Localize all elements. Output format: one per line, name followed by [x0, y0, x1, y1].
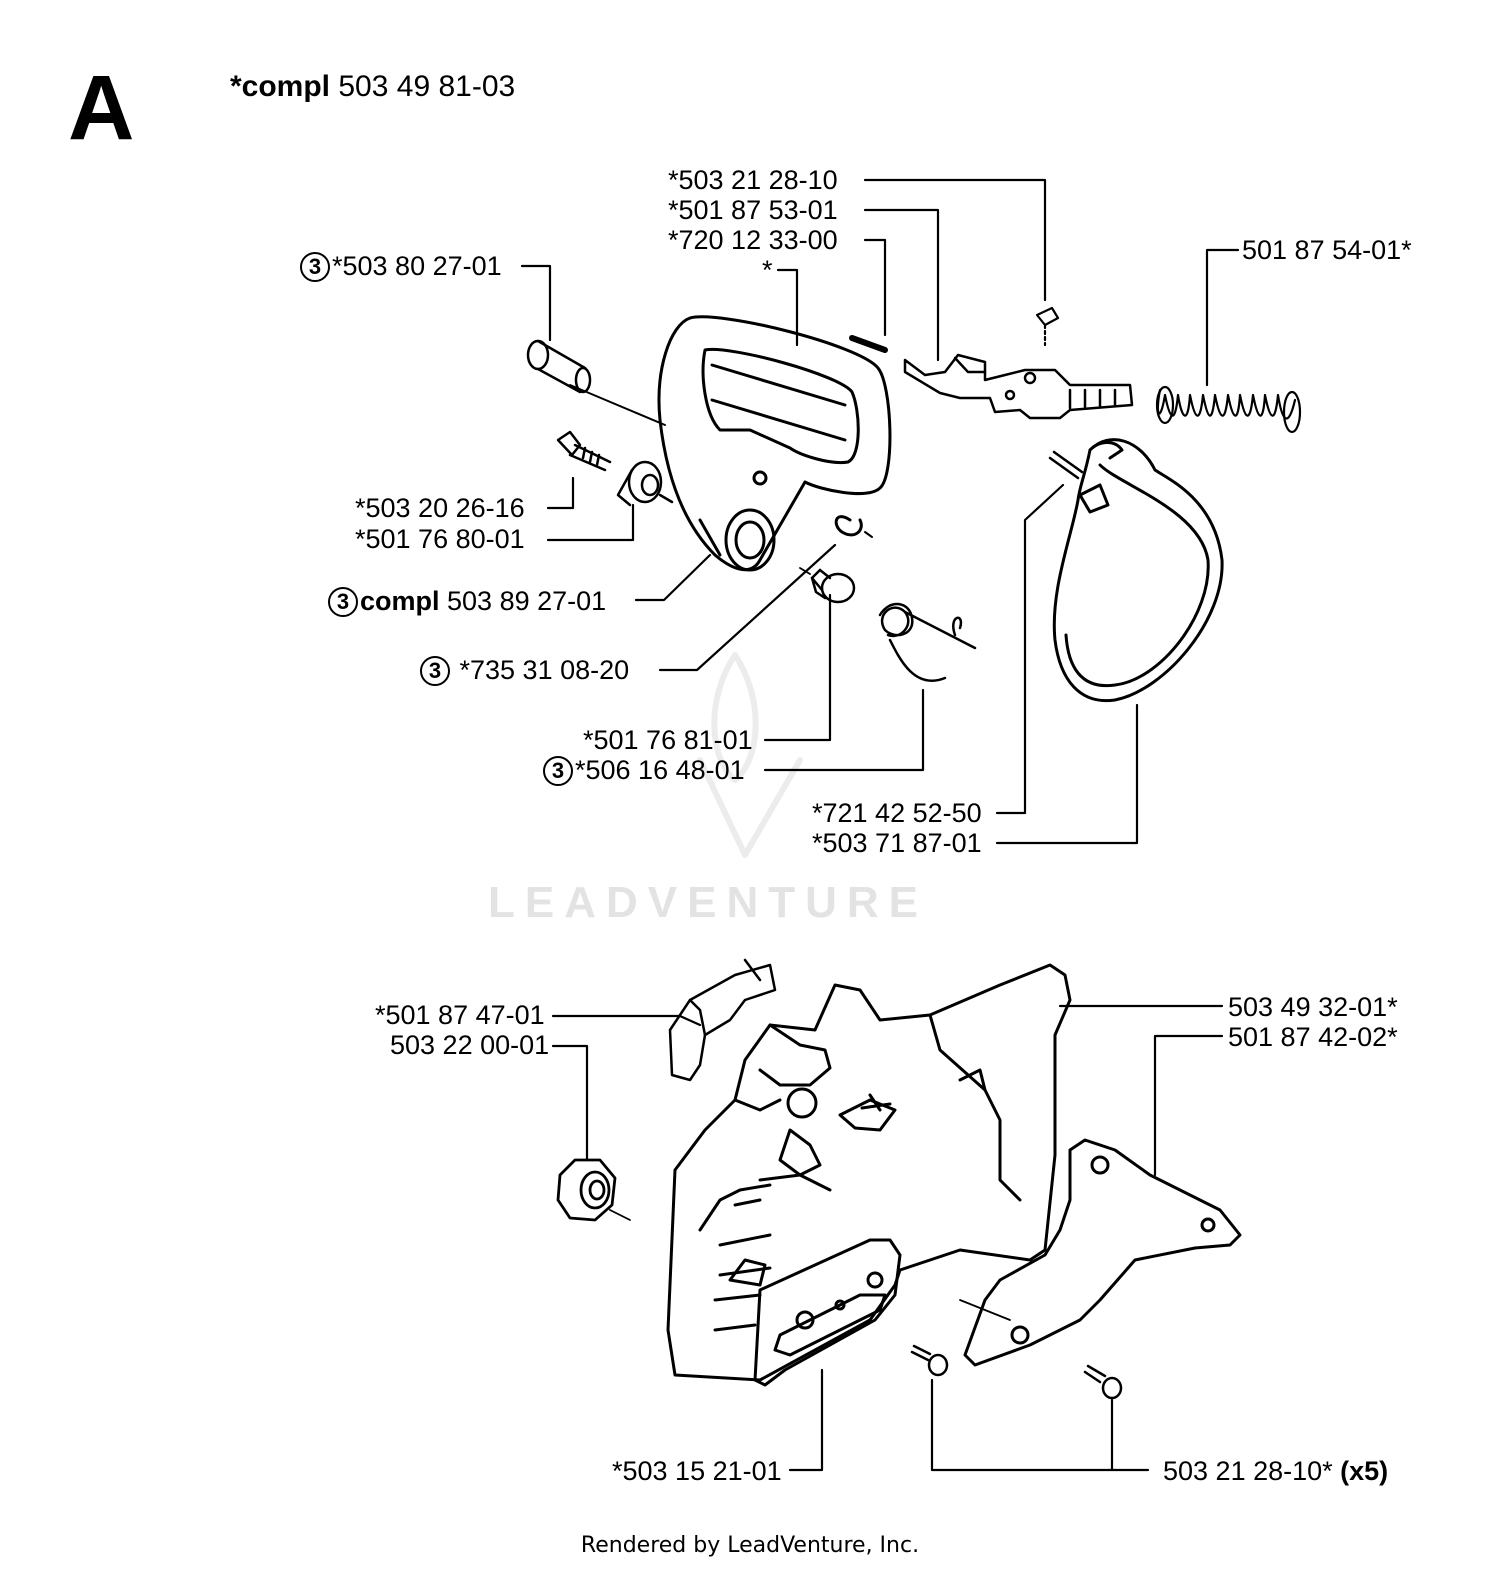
lever-screw [1035, 306, 1060, 347]
part-label-735-31-08-20: 3 *735 31 08-20 [420, 655, 629, 686]
kit-prefix: *compl [230, 70, 331, 103]
chain-catcher-clip [668, 958, 777, 1082]
screw-and-washer [556, 430, 674, 507]
kit-marker-circle: 3 [300, 252, 330, 282]
brake-lever [903, 353, 1134, 420]
leader-lines-top [520, 178, 1240, 845]
kit-marker-circle: 3 [328, 587, 358, 617]
torsion-spring [878, 602, 977, 682]
kit-marker-circle: 3 [420, 656, 450, 686]
kit-title: *compl 503 49 81-03 [230, 70, 515, 104]
part-label-501-87-42-02: 501 87 42-02* [1228, 1022, 1398, 1052]
hand-guard [657, 315, 892, 572]
part-label-503-20-26-16: *503 20 26-16 [355, 493, 525, 523]
chain-guard [963, 1138, 1242, 1367]
watermark: LEADVENTURE [488, 878, 929, 927]
part-label-503-80-27-01: 3*503 80 27-01 [300, 251, 502, 282]
part-label-501-87-53-01: *501 87 53-01 [668, 195, 838, 225]
section-letter: A [68, 57, 135, 159]
part-label-guard: * [762, 255, 773, 285]
footer-credit: Rendered by LeadVenture, Inc. [580, 1533, 920, 1558]
circlip [834, 515, 863, 537]
clutch-cover [666, 963, 1072, 1382]
part-label-720-12-33-00: *720 12 33-00 [668, 225, 838, 255]
part-label-721-42-52-50: *721 42 52-50 [812, 798, 982, 828]
brake-band [1052, 438, 1224, 703]
part-label-503-22-00-01: 503 22 00-01 [390, 1030, 550, 1060]
cover-screw-2 [1083, 1364, 1123, 1400]
stud [799, 567, 856, 604]
bar-nut [556, 1158, 617, 1222]
kit-number: 503 49 81-03 [338, 70, 516, 103]
cover-screw-1 [910, 1344, 949, 1377]
part-label-503-49-32-01: 503 49 32-01* [1228, 992, 1398, 1022]
part-label-503-21-28-10-x5: 503 21 28-10* (x5) [1163, 1456, 1389, 1486]
part-label-503-15-21-01: *503 15 21-01 [612, 1456, 782, 1486]
leader-lines-bottom [551, 1004, 1224, 1472]
part-label-503-21-28-10: *503 21 28-10 [668, 165, 838, 195]
part-label-501-87-54-01: 501 87 54-01* [1242, 235, 1412, 265]
part-label-506-16-48-01: 3*506 16 48-01 [543, 755, 745, 786]
band-pin [1048, 450, 1084, 480]
watermark-logo [697, 652, 803, 858]
kit-marker-circle: 3 [543, 756, 573, 786]
part-label-503-71-87-01: *503 71 87-01 [812, 828, 982, 858]
part-label-501-76-81-01: *501 76 81-01 [583, 725, 753, 755]
coil-spring [1155, 385, 1302, 434]
part-label-501-76-80-01: *501 76 80-01 [355, 524, 525, 554]
pin [849, 335, 888, 353]
bushing [526, 339, 592, 394]
part-label-501-87-47-01: *501 87 47-01 [375, 1000, 545, 1030]
guide-plate [753, 1238, 902, 1387]
